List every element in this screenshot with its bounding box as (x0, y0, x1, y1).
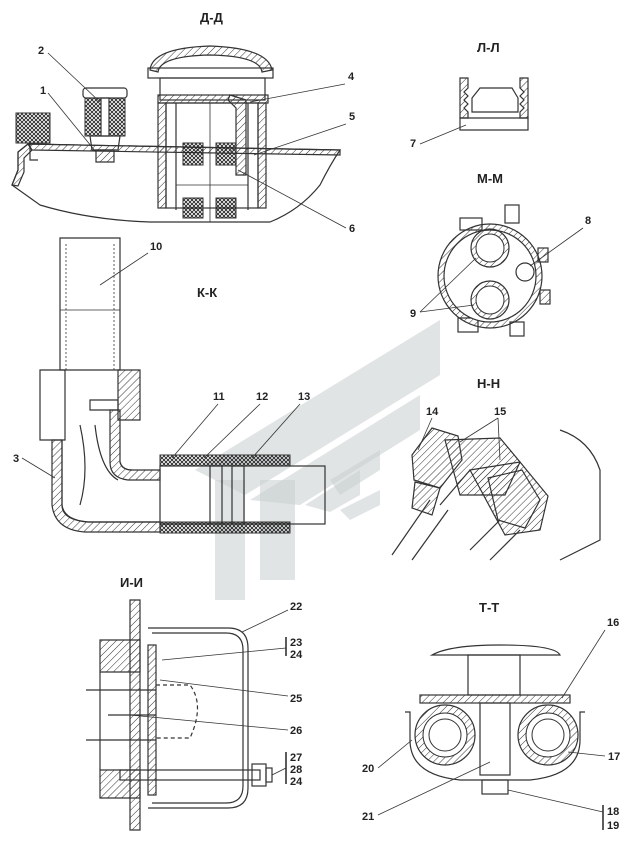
callout-12: 12 (256, 391, 268, 403)
section-title-n-n: Н-Н (477, 376, 500, 391)
section-l-l: Л-Л 7 (410, 40, 529, 150)
callout-5: 5 (349, 111, 355, 123)
callout-26: 26 (290, 725, 302, 737)
sensor-assembly (82, 87, 128, 163)
callout-6: 6 (349, 223, 355, 235)
section-n-n: Н-Н 14 15 (391, 376, 601, 561)
section-title-m-m: М-М (477, 171, 503, 186)
section-t-t: Т-Т 16 17 20 21 18 19 (362, 600, 620, 832)
callout-4: 4 (348, 71, 355, 83)
section-m-m: М-М 8 9 (410, 171, 591, 337)
callout-11: 11 (213, 391, 225, 403)
section-title-t-t: Т-Т (479, 600, 499, 615)
section-title-l-l: Л-Л (477, 40, 500, 55)
section-title-i-i: И-И (120, 575, 143, 590)
callout-17: 17 (608, 751, 620, 763)
section-title-k-k: К-К (197, 285, 217, 300)
callout-24-upper: 24 (290, 649, 303, 661)
callout-16: 16 (607, 617, 619, 629)
callout-7: 7 (410, 138, 416, 150)
callout-2: 2 (38, 45, 44, 57)
callout-9: 9 (410, 308, 416, 320)
callout-10: 10 (150, 241, 162, 253)
callout-20: 20 (362, 763, 374, 775)
callout-13: 13 (298, 391, 310, 403)
callout-3: 3 (13, 453, 19, 465)
section-k-k: К-К 10 11 12 13 3 (13, 237, 326, 534)
callout-19: 19 (607, 820, 619, 832)
callout-14: 14 (426, 406, 439, 418)
section-i-i: И-И 22 23 24 25 26 27 28 24 (86, 575, 303, 831)
callout-21: 21 (362, 811, 374, 823)
watermark-logo (195, 320, 440, 600)
callout-1: 1 (40, 85, 46, 97)
callout-27: 27 (290, 752, 302, 764)
section-title-d-d: Д-Д (200, 10, 224, 25)
callout-25: 25 (290, 693, 302, 705)
callout-22: 22 (290, 601, 302, 613)
d-d-base-plate (11, 143, 342, 223)
callout-28: 28 (290, 764, 302, 776)
callout-23: 23 (290, 637, 302, 649)
callout-24-lower: 24 (290, 776, 303, 788)
callout-15: 15 (494, 406, 506, 418)
section-d-d: Д-Д (11, 10, 355, 235)
filler-neck (147, 45, 274, 222)
callout-18: 18 (607, 806, 619, 818)
callout-8: 8 (585, 215, 591, 227)
